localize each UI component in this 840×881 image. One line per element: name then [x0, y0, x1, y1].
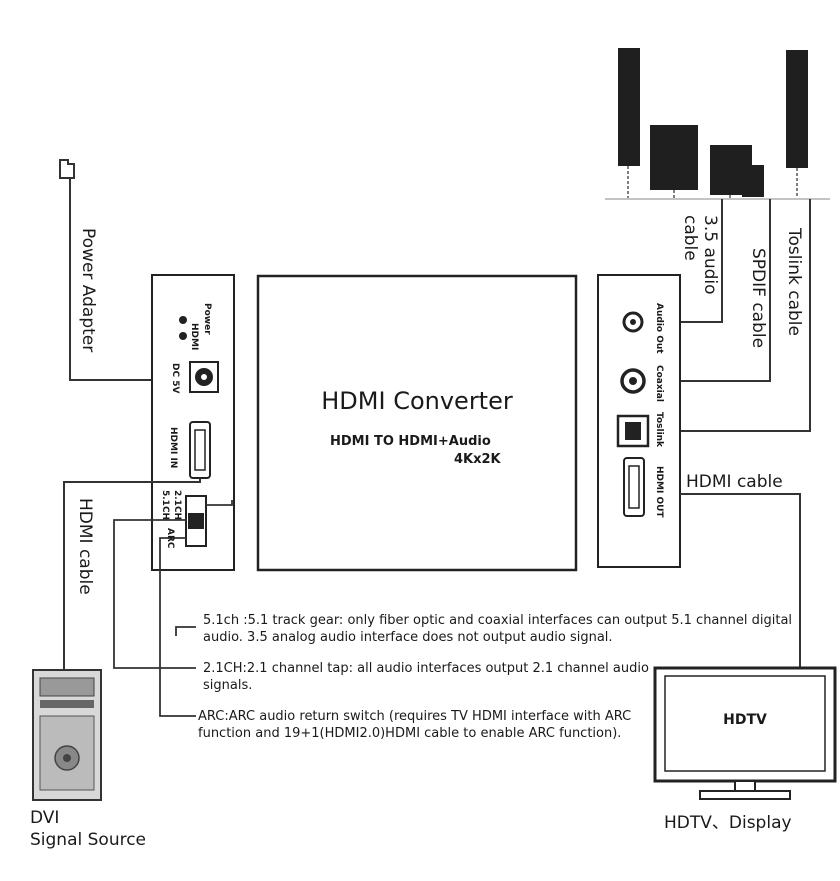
hdmi-led [179, 332, 187, 340]
hdmi-cable-right-label: HDMI cable [686, 472, 783, 492]
audio-out-label: Audio Out [654, 303, 664, 354]
spdif-cable-label: SPDIF cable [748, 248, 768, 349]
audio-35-label-line2: cable [680, 215, 700, 261]
converter-box [256, 274, 578, 572]
note3-leader [159, 537, 196, 717]
audio-35-cable-line [670, 199, 723, 323]
tv-neck [734, 780, 756, 792]
speaker-tower-left [618, 48, 640, 166]
ch21-label: 2.1CH [172, 490, 182, 521]
note2-leader [113, 519, 196, 669]
note-21ch: 2.1CH:2.1 channel tap: all audio interfa… [203, 661, 649, 693]
note-leader-lines [113, 500, 233, 717]
hdmi-in-label: HDMI IN [168, 427, 178, 469]
arc-label: ARC [165, 528, 175, 549]
tv-base [699, 790, 791, 800]
hdtv-display-label: HDTV、Display [664, 813, 792, 833]
pc-top-bay [39, 677, 95, 697]
hdtv-device [653, 666, 837, 800]
pc-fan-center [63, 754, 71, 762]
coaxial-label: Coaxial [654, 365, 664, 402]
toslink-port-inner [625, 422, 641, 440]
toslink-cable-label: Toslink cable [784, 228, 804, 336]
power-plug [59, 159, 75, 179]
note1-leader [206, 500, 233, 506]
hdtv-screen-label: HDTV [723, 712, 767, 728]
tv-screen [664, 675, 826, 772]
dvi-label-line1: DVI [30, 808, 60, 828]
speaker-stands [627, 166, 798, 198]
converter-subtitle: HDMI TO HDMI+Audio [330, 434, 491, 449]
hdmi-in-cable-line [63, 478, 201, 670]
audio-35-label-line1: 3.5 audio [700, 215, 720, 295]
note-arc: ARC:ARC audio return switch (requires TV… [198, 709, 632, 741]
hdmi-out-label: HDMI OUT [654, 466, 664, 518]
dvi-source-device [32, 669, 102, 801]
toslink-port [616, 414, 650, 448]
coaxial-jack-center [629, 377, 637, 385]
power-led-label: Power [202, 303, 212, 335]
converter-resolution: 4Kx2K [454, 452, 501, 467]
toslink-label: Toslink [654, 412, 664, 448]
dc5v-label: DC 5V [170, 363, 180, 394]
speaker-small [742, 165, 764, 197]
converter-title: HDMI Converter [321, 387, 513, 415]
speaker-subwoofer [650, 125, 698, 190]
hdmi-led-label: HDMI [189, 323, 199, 351]
hdmi-in-port-inner [194, 429, 206, 471]
hdmi-out-cable-line [680, 493, 801, 668]
power-led [179, 316, 187, 324]
speaker-tower-right [786, 50, 808, 168]
hdmi-out-port-inner [628, 465, 640, 509]
power-adapter-label: Power Adapter [78, 228, 98, 353]
audio-cables [670, 199, 811, 432]
note1-bracket [175, 626, 196, 636]
spdif-cable-line [670, 199, 771, 382]
ch51-label: 5.1CH [160, 490, 170, 521]
toslink-cable-line [670, 199, 811, 432]
pc-drive [40, 700, 94, 708]
speaker-system [618, 48, 808, 197]
dvi-label-line2: Signal Source [30, 830, 147, 850]
dc-jack-pin [201, 374, 207, 380]
note-51ch: 5.1ch :5.1 track gear: only fiber optic … [203, 613, 793, 645]
hdmi-cable-left-label: HDMI cable [75, 498, 95, 595]
audio-35-label: 3.5 audio cable [680, 215, 720, 295]
audio-out-jack-center [630, 319, 636, 325]
mode-switch-knob [188, 513, 204, 529]
